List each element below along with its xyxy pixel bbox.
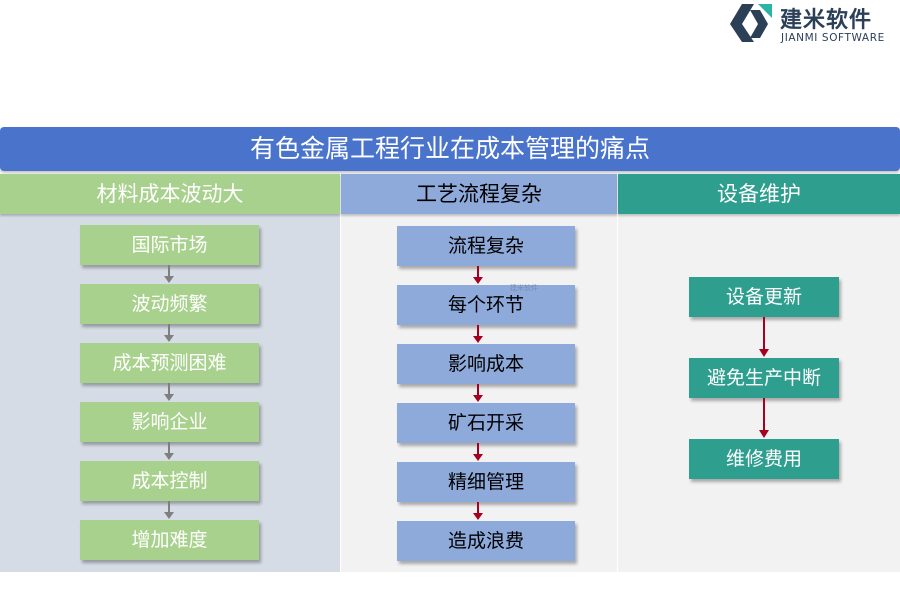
- brand-name-cn: 建米软件: [780, 8, 873, 33]
- col2-arrow-3: [473, 384, 483, 402]
- col1-node-6: 增加难度: [80, 520, 259, 560]
- brand-name-en: JIANMI SOFTWARE: [781, 32, 885, 44]
- col2-arrow-4: [473, 443, 483, 461]
- col2-arrow-1: [473, 266, 483, 284]
- col3-node-2: 避免生产中断: [689, 358, 839, 398]
- column-3-header: 设备维护: [618, 174, 900, 214]
- col2-node-4: 矿石开采: [397, 403, 575, 443]
- diagram-title: 有色金属工程行业在成本管理的痛点: [0, 127, 900, 171]
- col2-arrow-5: [473, 502, 483, 520]
- col1-arrow-5: [164, 501, 174, 519]
- jianmi-logo-icon: [730, 4, 772, 42]
- col1-arrow-1: [164, 265, 174, 283]
- col1-node-3: 成本预测困难: [80, 343, 259, 383]
- col1-arrow-2: [164, 324, 174, 342]
- watermark-text: 建米软件: [510, 284, 538, 292]
- column-2-header: 工艺流程复杂: [341, 174, 617, 214]
- col1-node-2: 波动频繁: [80, 284, 259, 324]
- col3-node-3: 维修费用: [689, 439, 839, 479]
- col2-node-2: 每个环节: [397, 285, 575, 325]
- column-1-header: 材料成本波动大: [0, 174, 340, 214]
- col2-node-6: 造成浪费: [397, 521, 575, 561]
- col3-arrow-1: [759, 317, 769, 357]
- col2-node-3: 影响成本: [397, 344, 575, 384]
- col3-node-1: 设备更新: [689, 277, 839, 317]
- col1-node-5: 成本控制: [80, 461, 259, 501]
- col1-arrow-4: [164, 442, 174, 460]
- col1-node-4: 影响企业: [80, 402, 259, 442]
- col3-arrow-2: [759, 398, 769, 438]
- col1-arrow-3: [164, 383, 174, 401]
- col2-node-5: 精细管理: [397, 462, 575, 502]
- col2-node-1: 流程复杂: [397, 226, 575, 266]
- brand-logo: 建米软件 JIANMI SOFTWARE: [728, 2, 898, 46]
- col2-arrow-2: [473, 325, 483, 343]
- col1-node-1: 国际市场: [80, 225, 259, 265]
